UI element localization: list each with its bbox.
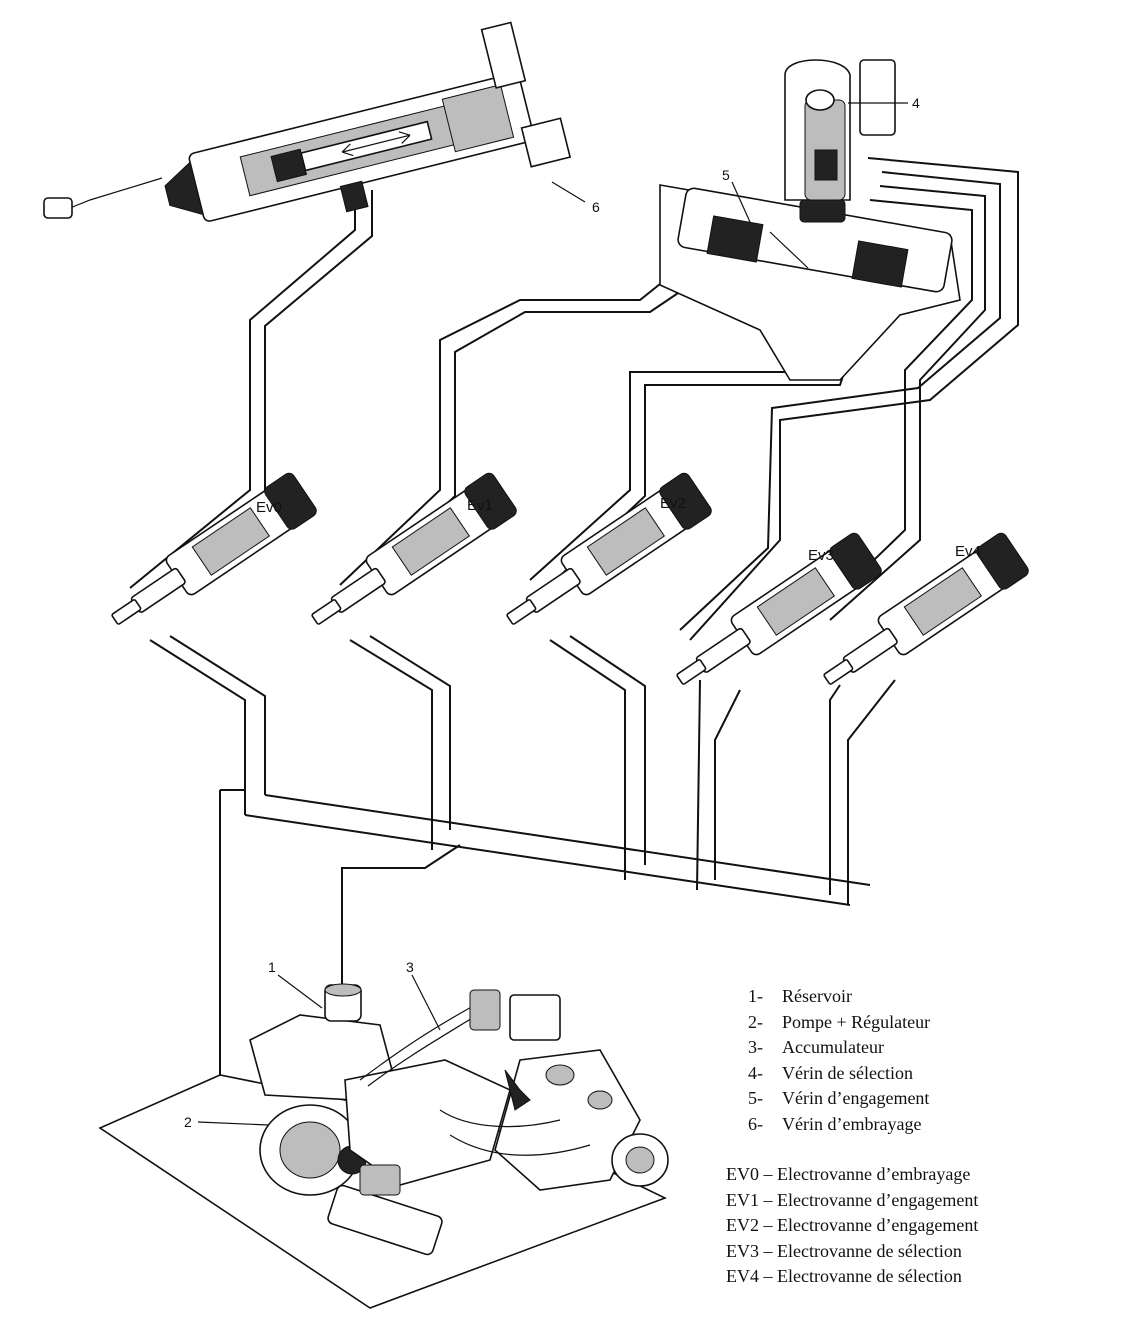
callout-leaders xyxy=(197,974,441,1126)
legend-part-num: 1- xyxy=(748,986,763,1006)
callout-3: 3 xyxy=(406,959,414,975)
legend-part-row: 3- Accumulateur xyxy=(748,1035,930,1061)
label-ev3: Ev3 xyxy=(808,547,834,564)
callout-4: 4 xyxy=(912,95,920,111)
solenoid-valve-ev3 xyxy=(676,532,882,685)
legend-part-row: 1- Réservoir xyxy=(748,984,930,1010)
clutch-actuator xyxy=(164,21,572,222)
legend-part-row: 4- Vérin de sélection xyxy=(748,1061,930,1087)
solenoid-valve-ev4 xyxy=(823,532,1029,685)
legend-valve-row: EV3 – Electrovanne de sélection xyxy=(726,1240,962,1261)
hydraulic-pipes xyxy=(129,157,1019,1075)
label-ev1: Ev1 xyxy=(467,497,493,514)
callout-5: 5 xyxy=(722,167,730,183)
hydraulic-power-unit xyxy=(249,983,669,1256)
legend-valve-row: EV4 – Electrovanne de sélection xyxy=(726,1266,962,1286)
legend-part-text: Réservoir xyxy=(782,986,852,1006)
callout-1: 1 xyxy=(268,959,276,975)
legend-part-num: 5- xyxy=(748,1088,763,1108)
leader-5 xyxy=(731,181,751,223)
legend-valve-row: EV1 – Electrovanne d’engagement xyxy=(726,1189,979,1210)
legend-part-num: 3- xyxy=(748,1037,763,1057)
leader-6 xyxy=(551,181,586,203)
label-ev2: Ev2 xyxy=(660,495,686,512)
label-ev4: Ev4 xyxy=(955,543,981,560)
legend-part-text: Vérin d’embrayage xyxy=(782,1113,922,1134)
legend-part-text: Accumulateur xyxy=(782,1037,884,1057)
legend-part-text: Vérin de sélection xyxy=(782,1062,913,1083)
legend-part-row: 6- Vérin d’embrayage xyxy=(748,1112,930,1138)
callout-6: 6 xyxy=(592,199,600,215)
legend-part-text: Pompe + Régulateur xyxy=(782,1011,931,1032)
label-ev0: Ev0 xyxy=(256,499,282,516)
legend-part-text: Vérin d’engagement xyxy=(782,1088,930,1108)
legend-part-num: 6- xyxy=(748,1113,763,1134)
legend-part-num: 4- xyxy=(748,1062,763,1083)
solenoid-valve-ev0 xyxy=(111,472,317,625)
clutch-actuator-cable xyxy=(69,177,163,209)
legend-valves: EV0 – Electrovanne d’embrayage EV1 – Ele… xyxy=(726,1162,978,1290)
legend-valve-row: EV0 – Electrovanne d’embrayage xyxy=(726,1164,971,1184)
legend-parts: 1- Réservoir 2- Pompe + Régulateur 3- Accum… xyxy=(748,984,930,1137)
solenoid-valve-ev1 xyxy=(311,472,517,625)
legend-part-row: 5- Vérin d’engagement xyxy=(748,1086,930,1112)
legend-valve-row: EV2 – Electrovanne d’engagement xyxy=(726,1215,979,1235)
callout-2: 2 xyxy=(184,1114,192,1130)
gear-actuator-block xyxy=(659,59,961,381)
legend-part-row: 2- Pompe + Régulateur xyxy=(748,1010,930,1036)
cable-connector xyxy=(43,197,73,219)
solenoid-valve-ev2 xyxy=(506,472,712,625)
legend-part-num: 2- xyxy=(748,1011,763,1032)
